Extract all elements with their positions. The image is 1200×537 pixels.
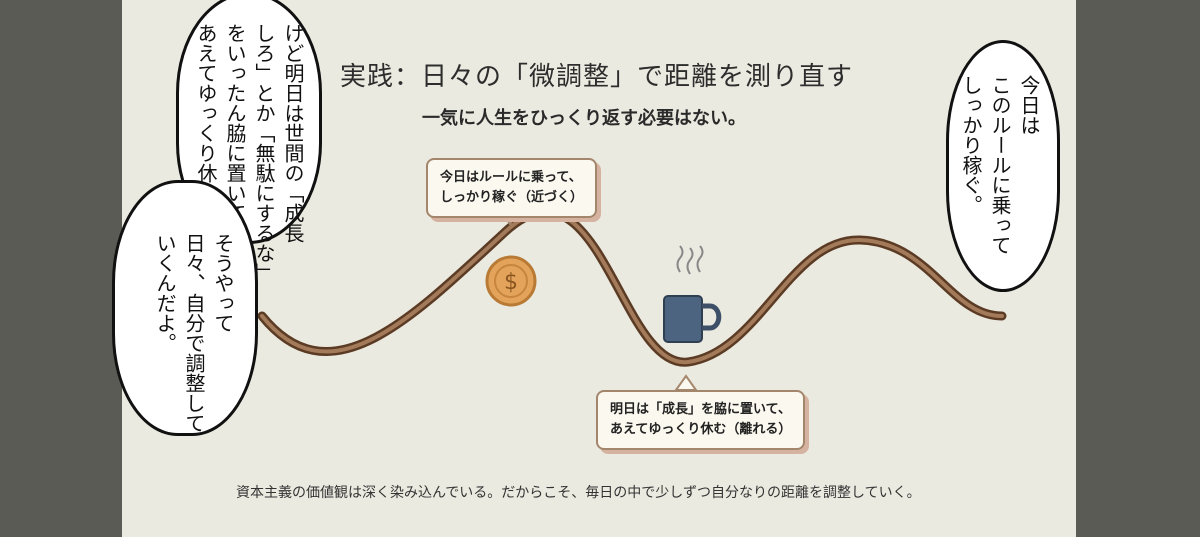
speech-bubble-left-bottom: そうやって 日々、自分で調整して いくんだよ。 (112, 180, 258, 436)
callout-earn: 今日はルールに乗って、 しっかり稼ぐ（近づく） (426, 158, 598, 219)
page-subtitle: 一気に人生をひっくり返す必要はない。 (422, 108, 746, 129)
speech-text-left-bottom: そうやって 日々、自分で調整して いくんだよ。 (153, 233, 235, 433)
footer-caption: 資本主義の価値観は深く染み込んでいる。だからこそ、毎日の中で少しずつ自分なりの距… (236, 485, 921, 501)
callout-rest: 明日は「成長」を脇に置いて、 あえてゆっくり休む（離れる） (596, 390, 806, 451)
speech-text-right: 今日は このルールに乗って しっかり稼ぐ。 (959, 75, 1041, 255)
callout-bottom-pointer (674, 374, 698, 391)
wave-line-highlight (260, 210, 1004, 365)
right-margin (1076, 0, 1200, 537)
left-margin (0, 0, 122, 537)
page-title: 実践：日々の「微調整」で距離を測り直す (340, 62, 854, 92)
speech-bubble-right: 今日は このルールに乗って しっかり稼ぐ。 (946, 40, 1060, 292)
dollar-coin-icon: $ (485, 255, 537, 307)
coin-symbol: $ (504, 270, 518, 295)
coffee-cup-icon (663, 245, 722, 343)
